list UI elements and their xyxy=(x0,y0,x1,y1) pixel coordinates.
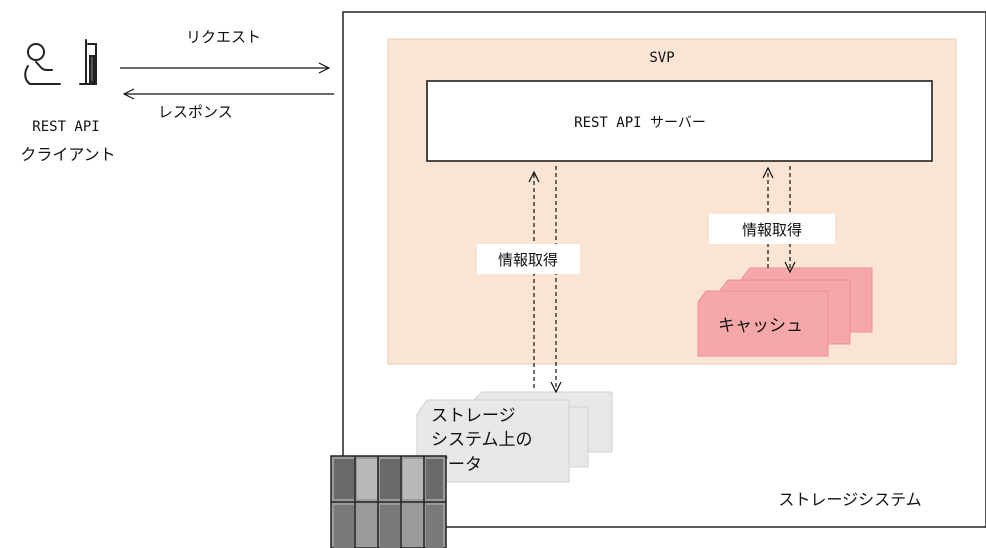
rest-api-server-label: REST API サーバー xyxy=(574,115,706,131)
cache-stack xyxy=(697,267,873,357)
cache-link-label: 情報取得 xyxy=(742,221,802,239)
storage-data-link-label: 情報取得 xyxy=(498,251,558,269)
storage-system-label: ストレージシステム xyxy=(778,490,921,509)
cache-link-label-bg xyxy=(709,214,835,244)
user-computer-icon xyxy=(24,39,97,85)
rest-api-server-box xyxy=(426,80,933,162)
request-label: リクエスト xyxy=(186,28,261,46)
storage-data-label-line2: システム上の xyxy=(431,430,533,450)
response-label: レスポンス xyxy=(158,103,233,121)
cache-label: キャッシュ xyxy=(718,316,803,336)
client-label-line2: クライアント xyxy=(20,145,115,164)
client-label-line1: REST API xyxy=(32,119,99,135)
svp-label: SVP xyxy=(649,50,674,66)
storage-data-label-line1: ストレージ xyxy=(431,406,516,426)
storage-rack-icon xyxy=(330,455,447,548)
storage-data-stack xyxy=(416,391,613,483)
storage-data-link-label-bg xyxy=(477,244,580,274)
